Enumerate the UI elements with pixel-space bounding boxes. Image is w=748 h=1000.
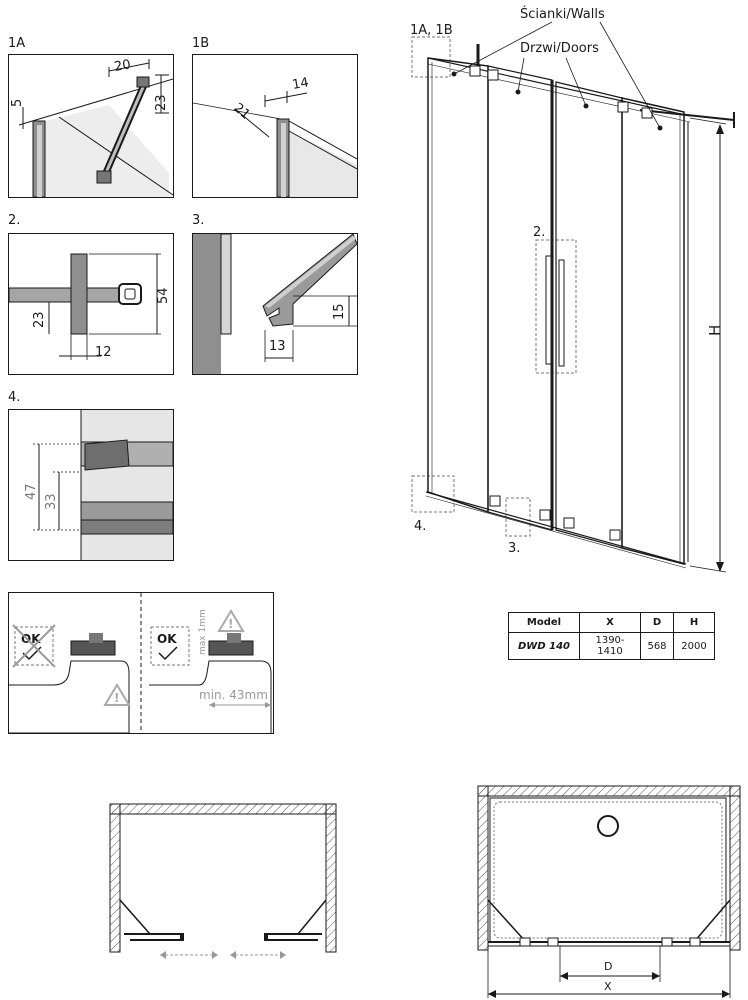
spec-table-header: Model X D H [508, 612, 715, 633]
svg-text:!: ! [228, 617, 233, 631]
cell-x: 1390-1410 [579, 632, 641, 660]
col-model: Model [508, 612, 580, 633]
handle-left [545, 255, 552, 365]
dim-4-47: 47 [24, 483, 39, 500]
doors-label: Drzwi/Doors [520, 41, 599, 56]
ref-2-text: 2. [533, 225, 545, 240]
plan-x-label: X [604, 980, 612, 993]
check-icon-right [158, 646, 178, 661]
detail-2-panel: 54 23 12 [8, 233, 174, 375]
spec-table-row: DWD 140 1390-1410 568 2000 [508, 632, 715, 660]
height-label: H [706, 325, 724, 336]
detail-2-drawing: 54 23 12 [9, 253, 171, 360]
ref-box-4 [411, 475, 455, 513]
walls-label: Ścianki/Walls [520, 6, 605, 22]
door-panel-left [487, 65, 553, 531]
ref-1a1b-text: 1A, 1B [410, 23, 453, 38]
main-elevation-view: 1A, 1B Ścianki/Walls Drzwi/Doors 2. 3. 4… [410, 6, 735, 573]
detail-3-panel: 15 13 [192, 233, 358, 375]
ref-box-1a1b [411, 36, 451, 78]
spec-table: Model X D H DWD 140 1390-1410 568 2000 [508, 612, 715, 660]
cell-d: 568 [640, 632, 674, 660]
installation-note-panel: OK ! OK max 1mm ! min. 43mm [8, 592, 274, 734]
wall-panel-left [427, 57, 489, 514]
cell-h: 2000 [673, 632, 715, 660]
handle-right [558, 259, 565, 367]
detail-4-drawing: 47 33 [24, 410, 173, 560]
dim-2-12: 12 [95, 345, 112, 360]
detail-1a-panel: 20 5 23 [8, 54, 174, 198]
dim-2-54: 54 [156, 287, 171, 304]
dim-1a-5: 5 [10, 99, 25, 107]
wall-panel-right [621, 97, 685, 565]
svg-text:!: ! [114, 691, 119, 705]
detail-1a-drawing: 20 5 23 [10, 57, 173, 197]
ok-right-text: OK [157, 632, 177, 646]
ref-3-text: 3. [508, 541, 520, 556]
detail-2-label: 2. [8, 213, 21, 228]
detail-1b-panel: 14 21 [192, 54, 358, 198]
installation-note-drawing: OK ! OK max 1mm ! min. 43mm [9, 593, 272, 733]
dim-2-23: 23 [32, 311, 47, 328]
dim-1b-14: 14 [291, 75, 310, 93]
col-h: H [673, 612, 715, 633]
min-width-text: min. 43mm [199, 688, 268, 702]
col-x: X [579, 612, 641, 633]
detail-4-label: 4. [8, 390, 21, 405]
detail-3-label: 3. [192, 213, 205, 228]
detail-1a-label: 1A [8, 36, 26, 51]
door-panel-right [555, 81, 623, 549]
dim-1a-20: 20 [113, 57, 132, 75]
cell-model: DWD 140 [508, 632, 580, 660]
detail-1b-drawing: 14 21 [193, 75, 357, 197]
plan-d-label: D [604, 960, 612, 973]
drain-icon [597, 815, 619, 837]
max-gap-text: max 1mm [198, 609, 208, 655]
warning-icon-right [217, 609, 245, 632]
dim-1a-23: 23 [154, 94, 169, 111]
warning-icon-left [103, 683, 131, 706]
col-d: D [640, 612, 674, 633]
detail-1b-label: 1B [192, 36, 210, 51]
detail-3-drawing: 15 13 [193, 234, 357, 374]
dim-3-13: 13 [269, 339, 286, 354]
detail-4-panel: 47 33 [8, 409, 174, 561]
dim-4-33: 33 [44, 493, 59, 510]
dim-3-15: 15 [332, 303, 347, 320]
ref-4-text: 4. [414, 519, 426, 534]
